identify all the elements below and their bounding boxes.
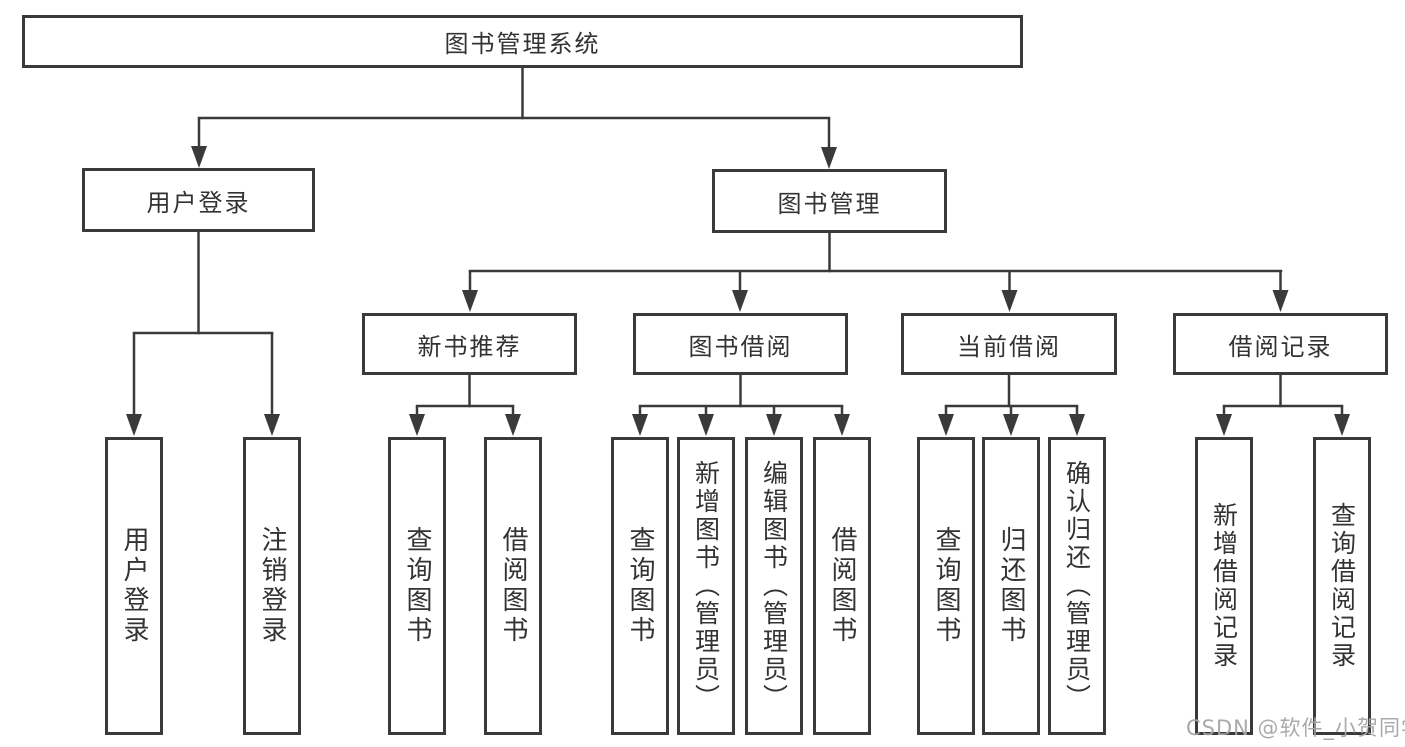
node-user-login: 用户登录 [82,168,315,232]
leaf-query-books-current-label: 查询图书 [931,526,961,646]
leaf-borrow-books: 借阅图书 [813,437,871,735]
watermark: CSDN @软件_小贺同学 [1186,716,1405,740]
leaf-borrow-books-recommend-label: 借阅图书 [498,526,528,646]
leaf-borrow-books-recommend: 借阅图书 [484,437,542,735]
leaf-query-books-borrowing: 查询图书 [611,437,669,735]
leaf-query-books-recommend-label: 查询图书 [402,526,432,646]
connector-user-login-children [126,230,280,436]
connector-borrowing-records-children [1216,373,1350,436]
leaf-add-borrow-record-label: 新增借阅记录 [1209,502,1239,670]
leaf-return-books-label: 归还图书 [996,526,1026,646]
node-root: 图书管理系统 [22,15,1023,68]
leaf-logout: 注销登录 [243,437,301,735]
leaf-confirm-return-admin-label: 确认归还（管理员） [1062,460,1092,712]
connector-book-borrowing-children [632,373,850,436]
leaf-query-books-current: 查询图书 [917,437,975,735]
leaf-add-books-admin: 新增图书（管理员） [677,437,735,735]
node-book-management: 图书管理 [712,169,947,233]
leaf-edit-books-admin-label: 编辑图书（管理员） [759,460,789,712]
node-borrowing-records: 借阅记录 [1173,313,1388,375]
connector-book-management-children [462,231,1289,312]
leaf-confirm-return-admin: 确认归还（管理员） [1048,437,1106,735]
leaf-query-borrow-record: 查询借阅记录 [1313,437,1371,735]
leaf-add-books-admin-label: 新增图书（管理员） [691,460,721,712]
leaf-add-borrow-record: 新增借阅记录 [1195,437,1253,735]
node-book-borrowing: 图书借阅 [633,313,848,375]
leaf-query-books-borrowing-label: 查询图书 [625,526,655,646]
node-current-borrowing: 当前借阅 [901,313,1117,375]
leaf-user-login-label: 用户登录 [119,526,149,646]
connector-root-to-level2 [191,66,837,169]
leaf-borrow-books-label: 借阅图书 [827,526,857,646]
connector-new-book-recommend-children [409,373,521,436]
connector-current-borrowing-children [938,373,1085,436]
node-new-book-recommend: 新书推荐 [362,313,577,375]
leaf-query-borrow-record-label: 查询借阅记录 [1327,502,1357,670]
leaf-query-books-recommend: 查询图书 [388,437,446,735]
leaf-user-login: 用户登录 [105,437,163,735]
leaf-return-books: 归还图书 [982,437,1040,735]
leaf-edit-books-admin: 编辑图书（管理员） [745,437,803,735]
leaf-logout-label: 注销登录 [257,526,287,646]
